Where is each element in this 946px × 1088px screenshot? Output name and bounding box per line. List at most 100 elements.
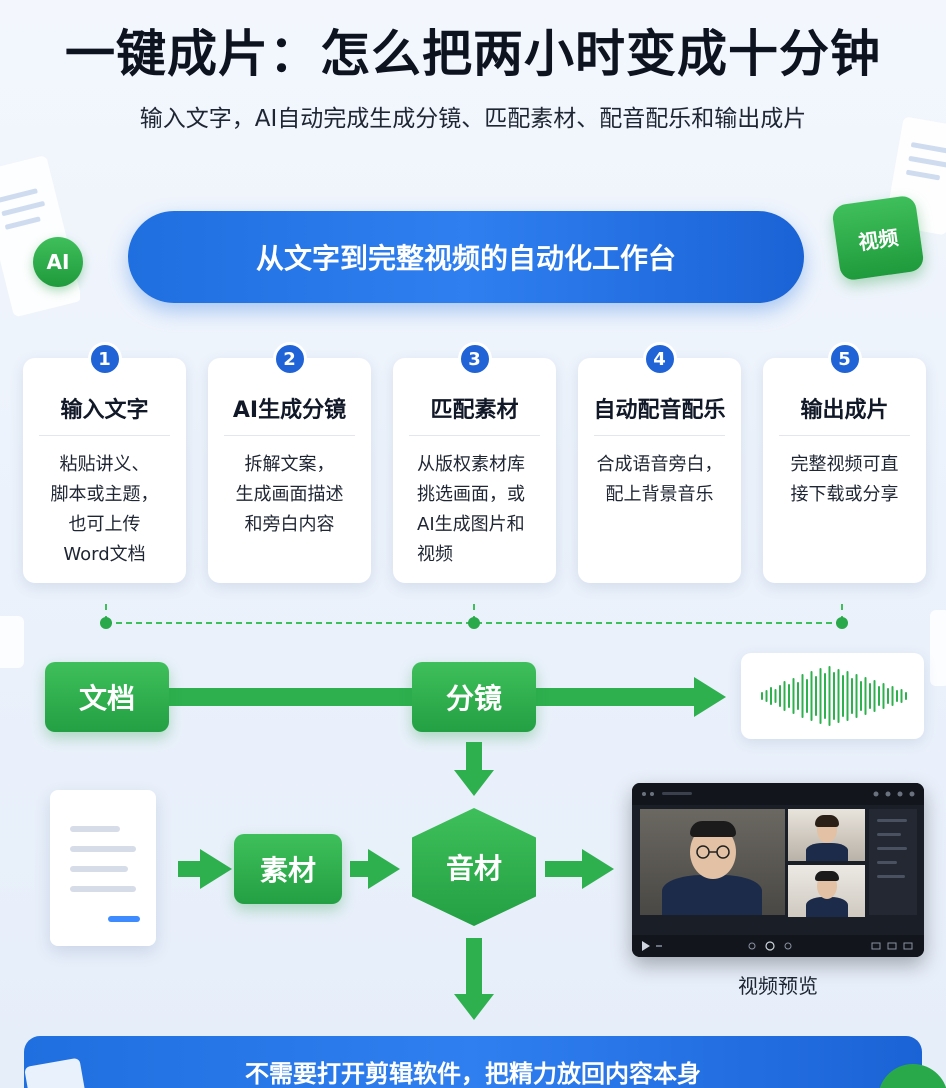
waveform-bar bbox=[873, 680, 876, 712]
step-description: 拆解文案， 生成画面描述 和旁白内容 bbox=[235, 454, 344, 535]
connector-tick bbox=[105, 604, 107, 622]
material-node: 素材 bbox=[234, 834, 342, 904]
waveform-bar bbox=[860, 681, 862, 711]
connector-dot bbox=[836, 617, 848, 629]
audio-waveform-icon bbox=[761, 666, 907, 726]
waveform-bar bbox=[797, 682, 799, 710]
player-toolbar bbox=[632, 783, 924, 805]
window-controls-icon bbox=[642, 791, 915, 797]
flow-bar bbox=[545, 861, 585, 877]
video-badge: 视频 bbox=[831, 194, 925, 282]
step-divider bbox=[409, 435, 540, 436]
presenter-hair bbox=[815, 871, 839, 881]
waveform-bar bbox=[887, 688, 889, 704]
arrow-right-icon bbox=[694, 677, 726, 717]
step-divider bbox=[39, 435, 170, 436]
step-description: 从版权素材库 挑选画面，或 AI生成图片和 视频 bbox=[417, 454, 525, 565]
presenter-video-small-1 bbox=[788, 809, 865, 861]
storyboard-node: 分镜 bbox=[412, 662, 536, 732]
doc-line bbox=[108, 916, 140, 922]
side-panel-list-icon bbox=[877, 819, 907, 878]
step-card-material: 3 匹配素材 从版权素材库 挑选画面，或 AI生成图片和 视频 bbox=[393, 342, 556, 583]
waveform-bar bbox=[819, 668, 822, 724]
step-divider bbox=[594, 435, 725, 436]
waveform-bar bbox=[783, 681, 786, 711]
step-title: AI生成分镜 bbox=[232, 398, 347, 423]
doc-line bbox=[70, 866, 128, 872]
arrow-right-icon bbox=[368, 849, 400, 889]
waveform-bar bbox=[815, 676, 817, 716]
waveform-bar bbox=[891, 686, 894, 706]
step-card-output: 5 输出成片 完整视频可直 接下载或分享 bbox=[763, 342, 926, 583]
step-divider bbox=[224, 435, 355, 436]
step-card-audio: 4 自动配音配乐 合成语音旁白， 配上背景音乐 bbox=[578, 342, 741, 583]
arrow-down-icon bbox=[454, 770, 494, 796]
step-number: 2 bbox=[272, 342, 307, 376]
play-controls-icon[interactable] bbox=[632, 935, 924, 957]
waveform-bar bbox=[765, 690, 768, 702]
waveform-bar bbox=[806, 679, 808, 713]
waveform-bar bbox=[864, 677, 867, 715]
step-number: 3 bbox=[457, 342, 492, 376]
player-side-panel bbox=[869, 809, 917, 915]
step-divider bbox=[779, 435, 910, 436]
step-description: 粘贴讲义、 脚本或主题， 也可上传 Word文档 bbox=[50, 454, 159, 565]
waveform-bar bbox=[788, 684, 790, 708]
waveform-bar bbox=[810, 671, 813, 721]
doc-line bbox=[70, 886, 136, 892]
presenter-body bbox=[806, 897, 848, 917]
presenter-hair bbox=[690, 821, 736, 837]
waveform-bar bbox=[770, 687, 772, 705]
step-title: 输入文字 bbox=[60, 398, 149, 423]
waveform-bar bbox=[846, 671, 849, 721]
waveform-bar bbox=[882, 683, 885, 709]
waveform-bar bbox=[828, 666, 831, 726]
doc-line bbox=[70, 826, 120, 832]
step-title: 匹配素材 bbox=[430, 398, 519, 423]
video-preview-label: 视频预览 bbox=[738, 974, 818, 998]
waveform-bar bbox=[896, 690, 898, 702]
workflow-banner: 从文字到完整视频的自动化工作台 bbox=[128, 211, 804, 303]
player-controls bbox=[632, 935, 924, 957]
waveform-bar bbox=[900, 689, 903, 703]
page-title: 一键成片：怎么把两小时变成十分钟 bbox=[65, 25, 881, 83]
step-description: 合成语音旁白， 配上背景音乐 bbox=[596, 454, 723, 505]
audio-material-node: 音材 bbox=[412, 808, 536, 926]
step-title: 输出成片 bbox=[800, 398, 889, 423]
waveform-bar bbox=[855, 674, 858, 718]
flow-bar-down bbox=[466, 938, 482, 998]
waveform-bar bbox=[837, 669, 840, 723]
step-number: 5 bbox=[827, 342, 862, 376]
waveform-bar bbox=[833, 672, 835, 720]
connector-dot bbox=[100, 617, 112, 629]
flow-bar-down bbox=[466, 742, 482, 772]
waveform-bar bbox=[869, 683, 871, 709]
step-title: 自动配音配乐 bbox=[593, 398, 726, 423]
floating-card-left-icon bbox=[0, 616, 24, 668]
waveform-bar bbox=[851, 678, 853, 714]
floating-card-bottom-left-icon bbox=[24, 1058, 86, 1088]
audio-waveform-card bbox=[741, 653, 924, 739]
doc-line bbox=[70, 846, 136, 852]
floating-card-right-icon bbox=[930, 610, 946, 686]
step-number: 1 bbox=[87, 342, 122, 376]
arrow-right-icon bbox=[582, 849, 614, 889]
video-preview-player[interactable] bbox=[632, 783, 924, 957]
waveform-bar bbox=[761, 692, 763, 700]
arrow-right-icon bbox=[200, 849, 232, 889]
footer-banner: 不需要打开剪辑软件，把精力放回内容本身 bbox=[24, 1036, 922, 1088]
connector-dot bbox=[468, 617, 480, 629]
step-card-storyboard: 2 AI生成分镜 拆解文案， 生成画面描述 和旁白内容 bbox=[208, 342, 371, 583]
presenter-body bbox=[806, 843, 848, 861]
page-subtitle: 输入文字，AI自动完成生成分镜、匹配素材、配音配乐和输出成片 bbox=[139, 106, 807, 132]
presenter-video-main bbox=[640, 809, 785, 915]
presenter-hair bbox=[815, 815, 839, 827]
ai-badge: AI bbox=[33, 237, 83, 287]
waveform-bar bbox=[905, 692, 907, 700]
glasses-icon bbox=[696, 845, 730, 859]
waveform-bar bbox=[824, 673, 826, 719]
connector-tick bbox=[841, 604, 843, 622]
document-icon bbox=[50, 790, 156, 946]
step-description: 完整视频可直 接下载或分享 bbox=[790, 454, 899, 505]
step-number: 4 bbox=[642, 342, 677, 376]
